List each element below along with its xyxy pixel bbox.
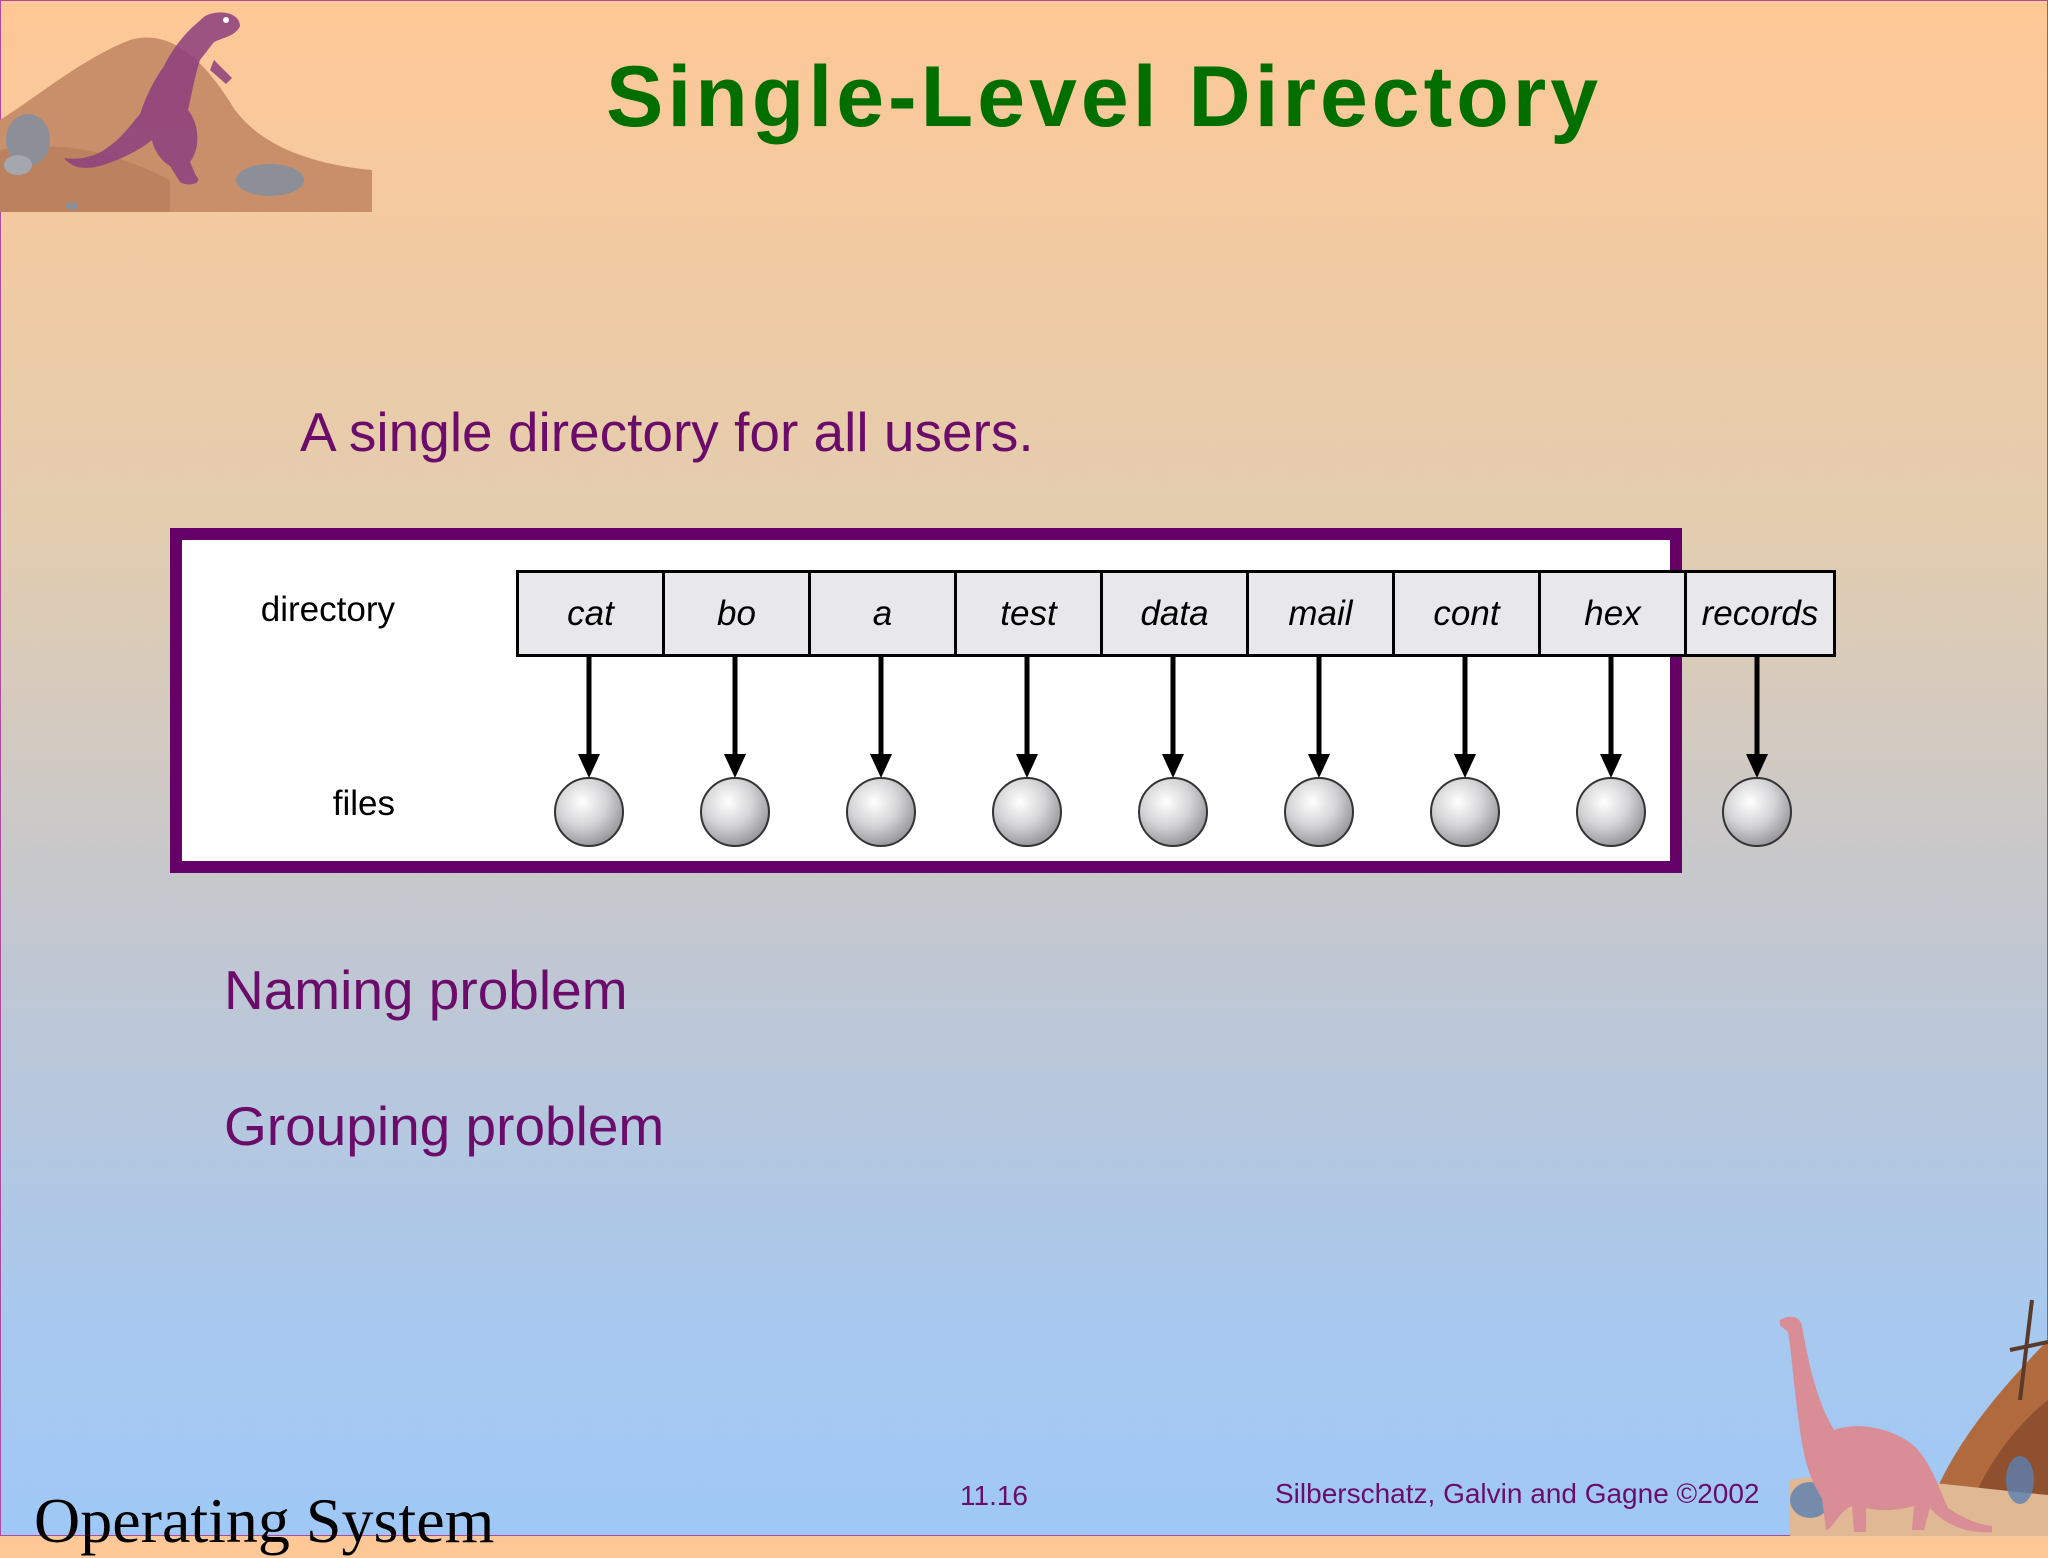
entry-to-file-arrows (554, 657, 1792, 847)
directory-diagram: directory files cat bo a test data mail … (170, 528, 1836, 873)
pointer-arrow-head (1600, 754, 1622, 778)
footer-page-number: 11.16 (960, 1480, 1028, 1511)
directory-entry: test (957, 573, 1103, 654)
pointer-arrow-head (724, 754, 746, 778)
pointer-arrow-head (1746, 754, 1768, 778)
file-node (554, 777, 624, 847)
slide-title: Single-Level Directory (606, 49, 1603, 145)
bullet-grouping-problem: Grouping problem (224, 1095, 665, 1157)
directory-entry: mail (1249, 573, 1395, 654)
pointer-arrow-head (1162, 754, 1184, 778)
file-node (1138, 777, 1208, 847)
file-node (1722, 777, 1792, 847)
footer-course-title: Operating System (34, 1485, 495, 1556)
brontosaurus-dinosaur-image (1779, 1299, 2048, 1536)
pointer-arrow-head (1016, 754, 1038, 778)
file-node (992, 777, 1062, 847)
file-node (700, 777, 770, 847)
bullet-naming-problem: Naming problem (224, 959, 628, 1021)
bullet-single-directory: A single directory for all users. (300, 401, 1034, 463)
file-node (1284, 777, 1354, 847)
directory-entry: records (1687, 573, 1833, 654)
trex-dinosaur-image (0, 12, 372, 212)
pointer-arrow-head (1454, 754, 1476, 778)
directory-entry: a (811, 573, 957, 654)
file-node (846, 777, 916, 847)
pointer-arrow-head (870, 754, 892, 778)
files-row-label: files (332, 784, 395, 823)
directory-entry: cat (519, 573, 665, 654)
directory-entry: hex (1541, 573, 1687, 654)
pointer-arrow-head (1308, 754, 1330, 778)
directory-entry: data (1103, 573, 1249, 654)
footer-copyright: Silberschatz, Galvin and Gagne ©2002 (1275, 1478, 1760, 1509)
directory-entry: cont (1395, 573, 1541, 654)
file-node (1430, 777, 1500, 847)
directory-row-label: directory (260, 590, 395, 629)
directory-entries: cat bo a test data mail cont hex records (516, 570, 1836, 657)
pointer-arrow-head (578, 754, 600, 778)
directory-entry: bo (665, 573, 811, 654)
file-node (1576, 777, 1646, 847)
